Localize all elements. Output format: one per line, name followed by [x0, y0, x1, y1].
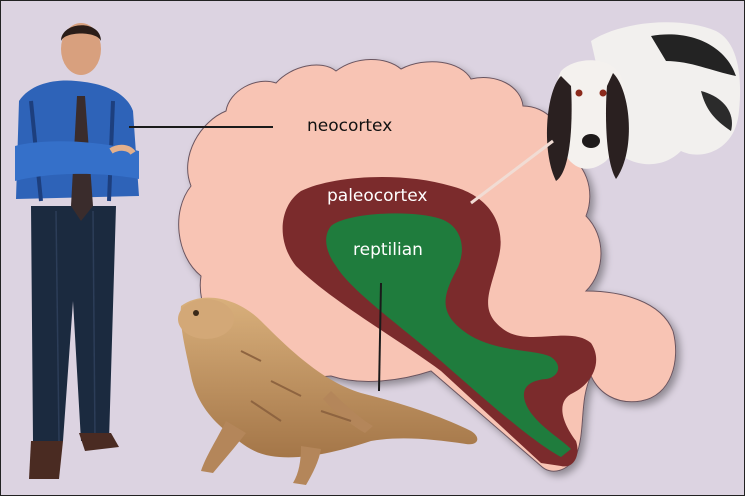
neocortex-label: neocortex	[307, 116, 392, 136]
reptilian-label: reptilian	[353, 240, 423, 260]
dog-figure	[547, 22, 740, 181]
person-figure	[15, 23, 139, 479]
paleocortex-label: paleocortex	[327, 186, 427, 206]
